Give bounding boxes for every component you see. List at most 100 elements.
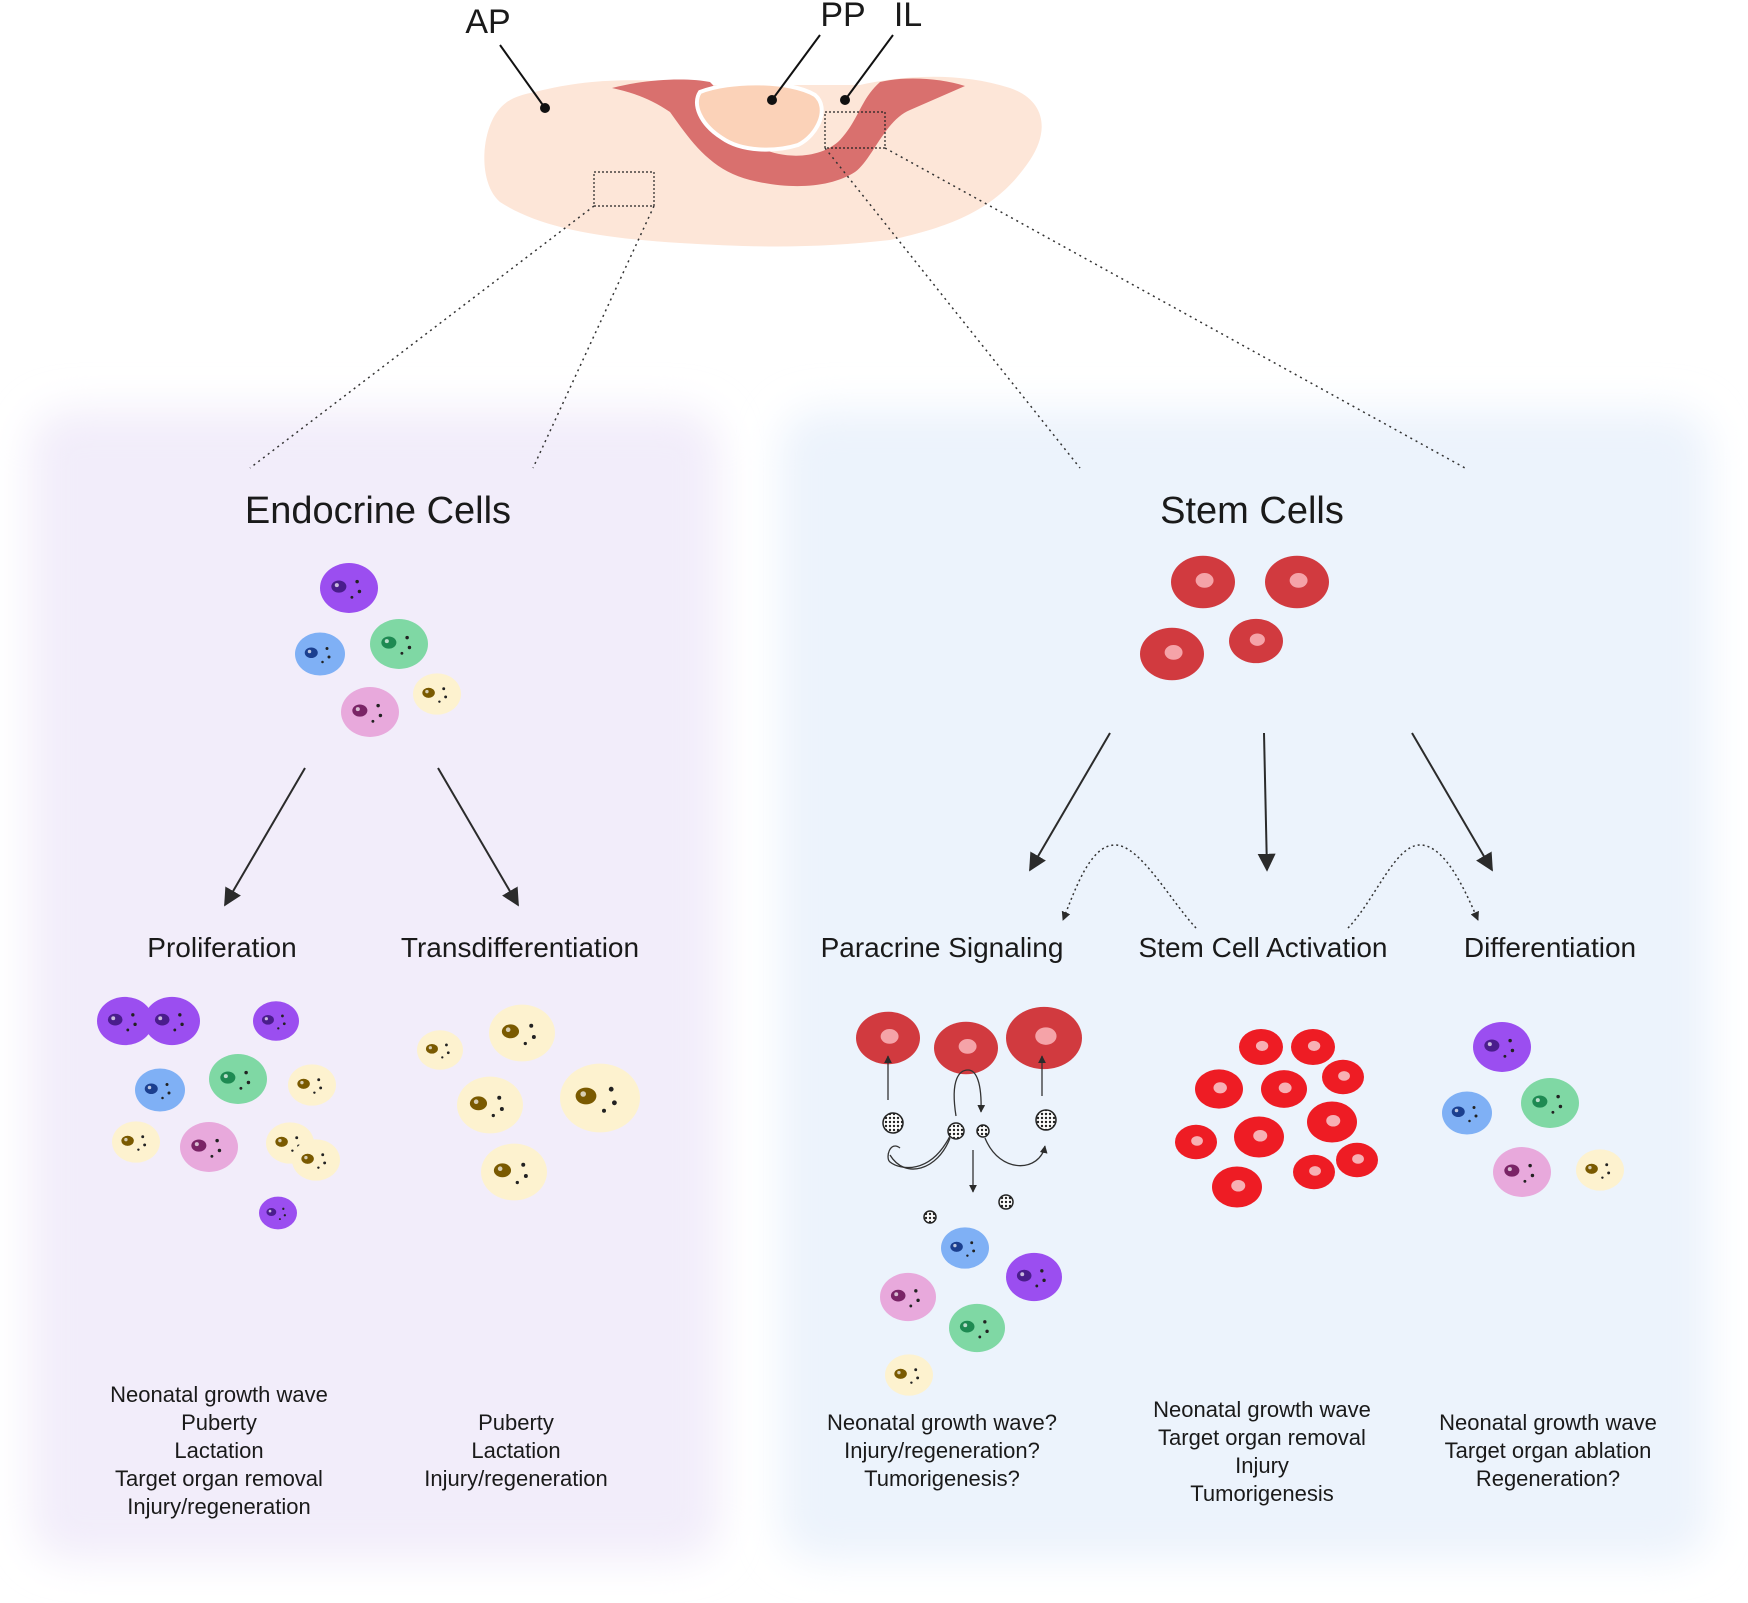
paracrine-signaling-cells bbox=[856, 1006, 1082, 1396]
proliferation-label: Proliferation bbox=[147, 932, 296, 963]
pink-cell bbox=[880, 1272, 936, 1322]
stem-cell-activation-label: Stem Cell Activation bbox=[1139, 932, 1388, 963]
blue-cell bbox=[1442, 1091, 1492, 1135]
stem-cell bbox=[1171, 555, 1235, 609]
differentiation-cells bbox=[1442, 1022, 1624, 1197]
signal-molecule bbox=[882, 1112, 904, 1134]
il-label: IL bbox=[894, 0, 922, 34]
activation-to-paracrine-curve bbox=[1061, 844, 1197, 929]
arrow-to-stem-cell-activation bbox=[1257, 732, 1276, 872]
purple-cell bbox=[1473, 1022, 1531, 1072]
activated-stem-cell bbox=[1293, 1154, 1335, 1190]
transdifferentiation-cells bbox=[417, 1004, 640, 1201]
paracrine-arrow-curve-b bbox=[889, 1137, 951, 1170]
context-item: Neonatal growth wave bbox=[110, 1382, 328, 1407]
yellow-cell bbox=[1576, 1149, 1624, 1191]
pituitary-gland bbox=[484, 76, 1042, 247]
green-cell bbox=[949, 1303, 1005, 1353]
yellow-cell bbox=[560, 1063, 640, 1133]
context-item: Neonatal growth wave bbox=[1153, 1397, 1371, 1422]
endocrine-panel-background bbox=[30, 410, 720, 1560]
paracrine-arrow-curve-right bbox=[984, 1137, 1048, 1167]
green-cell bbox=[1521, 1078, 1579, 1128]
arrow-to-proliferation bbox=[224, 767, 306, 907]
context-item: Injury/regeneration? bbox=[844, 1438, 1040, 1463]
activated-stem-cell bbox=[1336, 1142, 1378, 1178]
yellow-cell bbox=[413, 673, 461, 715]
activated-stem-cell bbox=[1195, 1069, 1243, 1109]
ap-pointer-dot bbox=[540, 103, 550, 113]
stem-cell bbox=[1140, 627, 1204, 681]
pink-cell bbox=[341, 687, 399, 737]
il-pointer-dot bbox=[840, 95, 850, 105]
endocrine-cell-cluster bbox=[295, 563, 461, 737]
green-cell bbox=[370, 619, 428, 669]
paracrine-signal-molecules bbox=[882, 1109, 1057, 1224]
proliferation-cells bbox=[97, 996, 340, 1230]
signal-molecule bbox=[1035, 1109, 1057, 1131]
context-item: Tumorigenesis? bbox=[864, 1466, 1020, 1491]
yellow-cell bbox=[457, 1076, 523, 1134]
pink-cell bbox=[1493, 1147, 1551, 1197]
context-item: Neonatal growth wave bbox=[1439, 1410, 1657, 1435]
purple-cell bbox=[144, 996, 200, 1046]
yellow-cell bbox=[288, 1064, 336, 1106]
stem-cell bbox=[1006, 1006, 1082, 1070]
stem-cell bbox=[1265, 555, 1329, 609]
blue-cell bbox=[295, 632, 345, 676]
signal-molecule bbox=[998, 1194, 1014, 1210]
il-zoom-box bbox=[824, 111, 886, 149]
stem-cell bbox=[934, 1021, 998, 1075]
pink-cell bbox=[180, 1122, 238, 1172]
activated-stem-cell bbox=[1239, 1028, 1283, 1066]
activated-stem-cell bbox=[1234, 1116, 1284, 1158]
yellow-cell bbox=[417, 1030, 463, 1070]
paracrine-signaling-contexts: Neonatal growth wave?Injury/regeneration… bbox=[827, 1410, 1057, 1491]
differentiation-label: Differentiation bbox=[1464, 932, 1636, 963]
ap-label: AP bbox=[465, 3, 510, 41]
il-zoom-line-right bbox=[884, 147, 1466, 469]
blue-cell bbox=[941, 1227, 989, 1269]
endocrine-cells-title: Endocrine Cells bbox=[245, 490, 511, 532]
signal-molecule bbox=[947, 1122, 965, 1140]
yellow-cell bbox=[112, 1121, 160, 1163]
context-item: Injury/regeneration bbox=[127, 1494, 310, 1519]
arrow-to-paracrine-signaling bbox=[1029, 732, 1111, 872]
signal-molecule bbox=[923, 1210, 937, 1224]
activated-stem-cell bbox=[1175, 1124, 1217, 1160]
context-item: Regeneration? bbox=[1476, 1466, 1620, 1491]
yellow-cell bbox=[292, 1139, 340, 1181]
posterior-lobe bbox=[694, 81, 824, 152]
context-item: Lactation bbox=[471, 1438, 560, 1463]
arrow-to-transdifferentiation bbox=[437, 767, 519, 907]
yellow-cell bbox=[885, 1354, 933, 1396]
activated-stem-cell bbox=[1261, 1070, 1307, 1108]
paracrine-arrow-loop bbox=[953, 1069, 986, 1117]
context-item: Puberty bbox=[181, 1410, 257, 1435]
il-zoom-line-left bbox=[824, 147, 1081, 469]
context-item: Target organ ablation bbox=[1445, 1438, 1652, 1463]
pp-pointer-dot bbox=[767, 95, 777, 105]
purple-cell bbox=[1006, 1252, 1062, 1302]
context-item: Puberty bbox=[478, 1410, 554, 1435]
green-cell bbox=[209, 1054, 267, 1104]
stem-cell bbox=[1229, 618, 1283, 664]
paracrine-signaling-label: Paracrine Signaling bbox=[821, 932, 1064, 963]
paracrine-arrow-curve-left bbox=[887, 1135, 951, 1169]
activated-stem-cell bbox=[1212, 1166, 1262, 1208]
activated-stem-cell bbox=[1307, 1101, 1357, 1143]
purple-cell bbox=[320, 563, 378, 613]
activation-to-differentiation-curve bbox=[1347, 844, 1479, 929]
signal-molecule bbox=[976, 1124, 990, 1138]
pp-pointer bbox=[771, 34, 821, 101]
stem-cell-activation-cells bbox=[1175, 1028, 1378, 1208]
blue-cell bbox=[135, 1068, 185, 1112]
stem-cell-cluster bbox=[1140, 555, 1329, 681]
context-item: Injury bbox=[1235, 1453, 1289, 1478]
context-item: Lactation bbox=[174, 1438, 263, 1463]
stem-cell bbox=[856, 1011, 920, 1065]
